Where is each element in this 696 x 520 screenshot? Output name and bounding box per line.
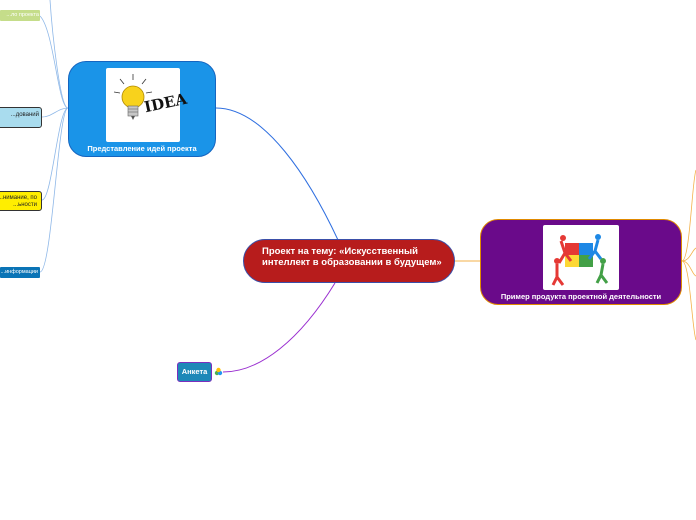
link-idea-branch-3 <box>41 107 69 201</box>
branch-label-4[interactable]: ...информации <box>0 267 40 278</box>
link-idea-branch-1b <box>49 0 69 109</box>
central-topic-title: Проект на тему: «Искусственный интеллект… <box>262 246 442 268</box>
product-topic-label: Пример продукта проектной деятельности <box>500 292 662 301</box>
idea-topic-node[interactable]: IDEA Представление идей проекта <box>68 61 216 157</box>
link-product-right-4 <box>681 260 696 341</box>
attachment-icon[interactable] <box>214 367 223 376</box>
link-idea-branch-4 <box>39 107 69 273</box>
link-product-right-3 <box>681 260 696 277</box>
central-topic[interactable]: Проект на тему: «Искусственный интеллект… <box>243 239 455 283</box>
branch-label-2[interactable]: ...дований <box>0 107 42 128</box>
idea-lightbulb-image: IDEA <box>106 68 189 142</box>
lightbulb-icon <box>113 74 153 120</box>
link-product-right-2 <box>681 247 696 262</box>
idea-topic-label: Представление идей проекта <box>87 144 197 153</box>
link-product-right-1 <box>681 169 696 262</box>
link-idea-branch-1 <box>39 15 69 109</box>
link-central-survey <box>222 282 336 373</box>
product-topic-node[interactable]: Пример продукта проектной деятельности <box>480 219 682 305</box>
branch-label-3[interactable]: ...нимание, по ...ьности <box>0 191 42 211</box>
puzzle-team-icon <box>551 234 609 286</box>
link-central-idea <box>215 107 339 241</box>
link-idea-branch-2 <box>41 107 69 118</box>
survey-node[interactable]: Анкета <box>177 362 212 382</box>
puzzle-people-image <box>543 225 619 290</box>
branch-label-1[interactable]: ...ло проекта <box>0 10 40 21</box>
